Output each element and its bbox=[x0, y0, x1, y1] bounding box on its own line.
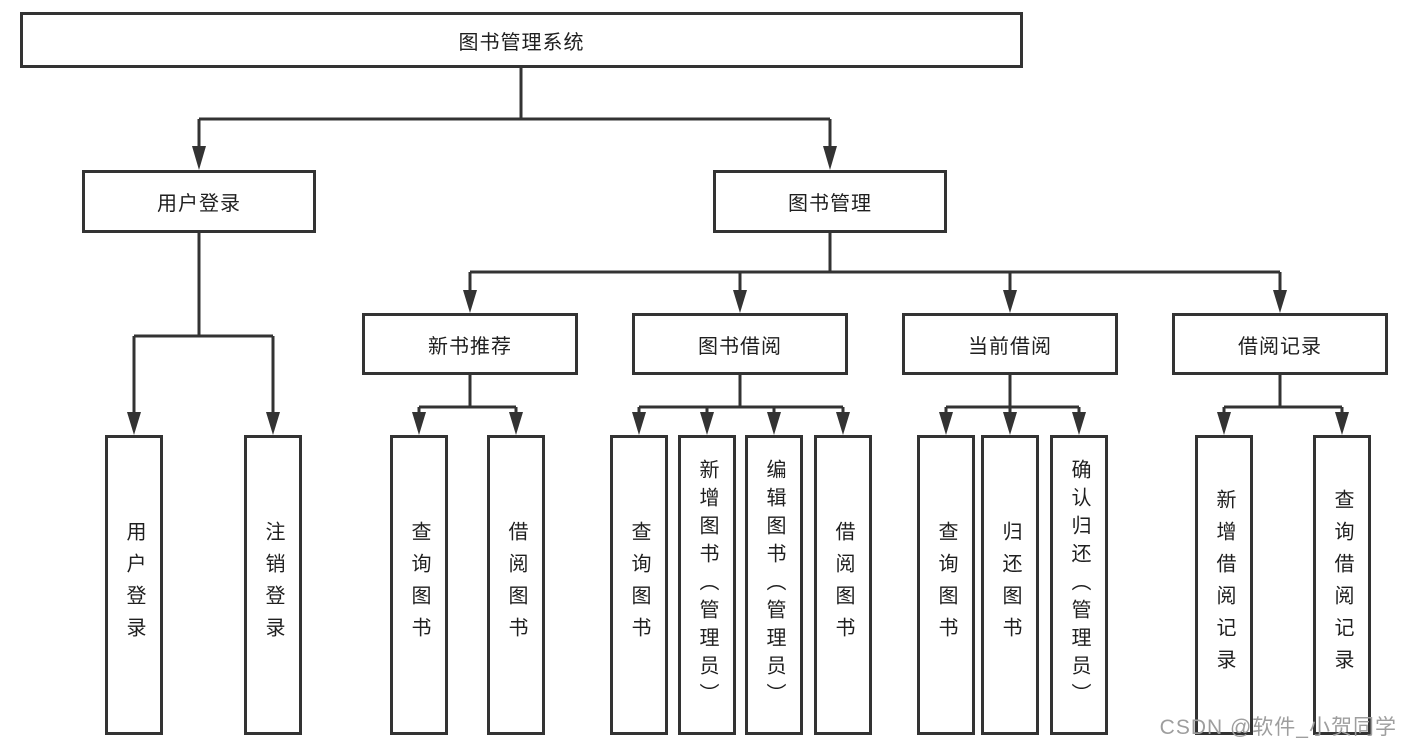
leaf-borrow-books: 借阅图书 bbox=[814, 435, 872, 735]
leaf-query-books-current: 查询图书 bbox=[917, 435, 975, 735]
leaf-borrow-books-recommend: 借阅图书 bbox=[487, 435, 545, 735]
leaf-query-books-borrow: 查询图书 bbox=[610, 435, 668, 735]
node-book-management: 图书管理 bbox=[713, 170, 947, 233]
leaf-return-books: 归还图书 bbox=[981, 435, 1039, 735]
node-book-borrow: 图书借阅 bbox=[632, 313, 848, 375]
leaf-edit-book-admin: 编辑图书（管理员） bbox=[745, 435, 803, 735]
node-current-borrow: 当前借阅 bbox=[902, 313, 1118, 375]
node-borrow-records: 借阅记录 bbox=[1172, 313, 1388, 375]
leaf-logout: 注销登录 bbox=[244, 435, 302, 735]
leaf-add-borrow-record: 新增借阅记录 bbox=[1195, 435, 1253, 735]
node-user-login: 用户登录 bbox=[82, 170, 316, 233]
node-root: 图书管理系统 bbox=[20, 12, 1023, 68]
leaf-query-books-recommend: 查询图书 bbox=[390, 435, 448, 735]
watermark: CSDN @软件_小贺同学 bbox=[1159, 716, 1397, 739]
leaf-user-login: 用户登录 bbox=[105, 435, 163, 735]
node-new-book-recommend: 新书推荐 bbox=[362, 313, 578, 375]
leaf-confirm-return-admin: 确认归还（管理员） bbox=[1050, 435, 1108, 735]
leaf-query-borrow-record: 查询借阅记录 bbox=[1313, 435, 1371, 735]
leaf-add-book-admin: 新增图书（管理员） bbox=[678, 435, 736, 735]
